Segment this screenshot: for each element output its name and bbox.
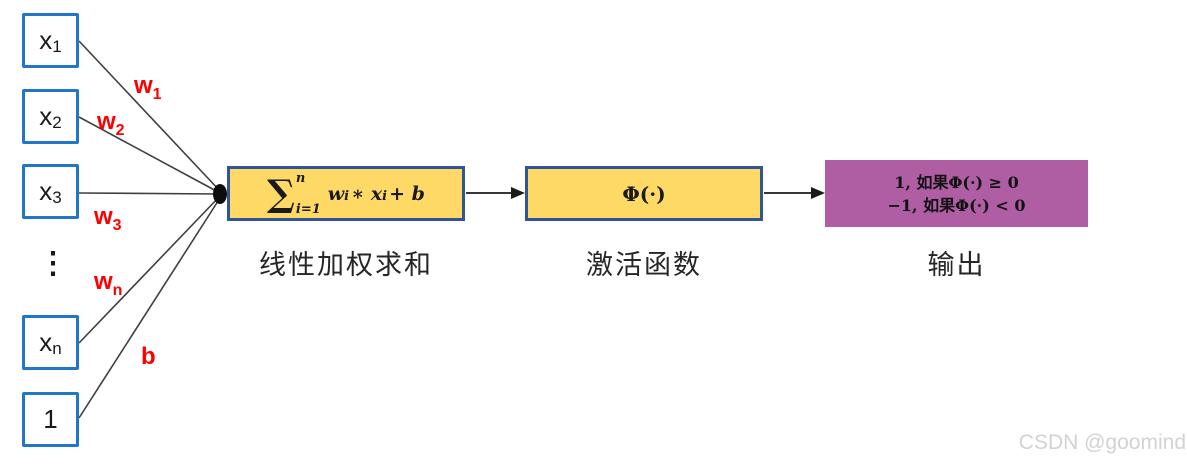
weight-subscript: n — [112, 282, 123, 299]
input-label: 1 — [43, 404, 58, 434]
csdn-watermark: CSDN @goomind — [1018, 431, 1186, 454]
term-w: w — [327, 182, 345, 205]
weight-label-b: b — [141, 345, 156, 374]
weight-subscript: 1 — [152, 86, 162, 103]
activation-formula: Φ(·) — [622, 181, 666, 206]
input-label: x — [39, 327, 53, 357]
weight-text: b — [141, 343, 156, 370]
junction-dot — [213, 184, 227, 204]
input-label-subscript: 3 — [52, 188, 62, 207]
weight-label-w1: w1 — [134, 74, 162, 103]
input-label-subscript: 1 — [52, 37, 62, 56]
term-x: x — [370, 182, 383, 205]
weight-text: w — [134, 72, 153, 99]
weight-text: w — [94, 268, 113, 295]
multiply-operator: ∗ — [351, 182, 371, 205]
input-box-bias: 1 — [22, 392, 79, 447]
weight-subscript: 2 — [115, 122, 125, 139]
sigma-upper-limit: n — [295, 170, 306, 186]
arrow-sum-to-activation-head — [511, 187, 525, 199]
weight-label-wn: wn — [94, 270, 122, 299]
output-rule-positive: 1, 如果Φ(·) ≥ 0 — [894, 172, 1019, 192]
caption-output: 输出 — [927, 250, 986, 280]
input-label: x — [39, 101, 53, 131]
weight-subscript: 3 — [112, 217, 122, 234]
term-w-subscript: i — [344, 188, 350, 204]
weight-label-w2: w2 — [97, 110, 125, 139]
sigma-lower-limit: i=1 — [295, 201, 321, 217]
output-box: 1, 如果Φ(·) ≥ 0 −1, 如果Φ(·) < 0 — [825, 160, 1088, 227]
weight-text: w — [97, 108, 116, 135]
weight-label-w3: w3 — [94, 205, 122, 234]
activation-box: Φ(·) — [525, 166, 763, 221]
caption-activation: 激活函数 — [586, 250, 702, 280]
input-label-subscript: n — [52, 339, 62, 358]
arrow-activation-to-output-head — [811, 187, 825, 199]
bias-term: + b — [389, 182, 425, 205]
weight-text: w — [94, 203, 113, 230]
sigma-limits: n i=1 — [296, 172, 321, 216]
sigma-symbol: ∑ — [267, 170, 295, 215]
term-x-subscript: i — [382, 188, 388, 204]
input-label: x — [39, 176, 53, 206]
input-label-subscript: 2 — [52, 113, 62, 132]
caption-sum: 线性加权求和 — [259, 250, 433, 280]
output-rule-negative: −1, 如果Φ(·) < 0 — [887, 195, 1026, 215]
input-label: x — [39, 25, 53, 55]
wire-x3 — [78, 192, 221, 195]
vertical-ellipsis: ⋮ — [38, 247, 68, 280]
